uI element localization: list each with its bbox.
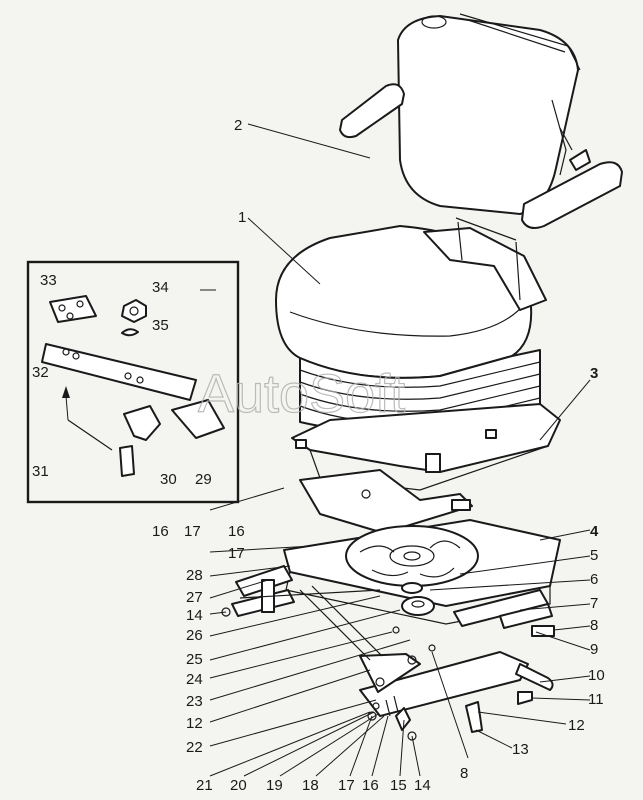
backrest bbox=[397, 13, 581, 215]
label-16-bottom: 16 bbox=[362, 777, 379, 794]
label-11: 11 bbox=[588, 691, 604, 708]
bearing-washer bbox=[401, 582, 435, 616]
label-14-bottom: 14 bbox=[414, 777, 431, 794]
label-18: 18 bbox=[302, 777, 319, 794]
label-2: 2 bbox=[234, 117, 242, 134]
label-34: 34 bbox=[152, 279, 169, 296]
label-3: 3 bbox=[590, 365, 598, 382]
label-32: 32 bbox=[32, 364, 49, 381]
label-16-mid: 16 bbox=[228, 523, 245, 540]
label-1: 1 bbox=[238, 209, 246, 226]
label-12-left: 12 bbox=[186, 715, 203, 732]
label-25: 25 bbox=[186, 651, 203, 668]
label-27: 27 bbox=[186, 589, 203, 606]
label-26: 26 bbox=[186, 627, 203, 644]
seat-pan-handle bbox=[423, 217, 547, 311]
label-4: 4 bbox=[590, 523, 599, 540]
label-15: 15 bbox=[390, 777, 407, 794]
label-30: 30 bbox=[160, 471, 177, 488]
label-8-bottom: 8 bbox=[460, 765, 468, 782]
label-22: 22 bbox=[186, 739, 203, 756]
label-8-right: 8 bbox=[590, 617, 598, 634]
left-armrest bbox=[339, 83, 405, 139]
label-20: 20 bbox=[230, 777, 247, 794]
label-14-left: 14 bbox=[186, 607, 203, 624]
label-9: 9 bbox=[590, 641, 598, 658]
label-10: 10 bbox=[588, 667, 605, 684]
label-19: 19 bbox=[266, 777, 283, 794]
inset-detail bbox=[26, 260, 240, 504]
label-17-bottom: 17 bbox=[338, 777, 355, 794]
label-5: 5 bbox=[590, 547, 598, 564]
swivel-disc bbox=[345, 525, 479, 587]
leader-lines bbox=[200, 123, 591, 777]
label-13: 13 bbox=[512, 741, 529, 758]
label-17-mid: 17 bbox=[228, 545, 245, 562]
label-24: 24 bbox=[186, 671, 203, 688]
label-17-top: 17 bbox=[184, 523, 201, 540]
label-33: 33 bbox=[40, 272, 57, 289]
lower-carriage bbox=[291, 403, 561, 491]
watermark: AutoSoft bbox=[198, 364, 405, 424]
right-armrest bbox=[521, 127, 623, 229]
label-23: 23 bbox=[186, 693, 203, 710]
label-29: 29 bbox=[195, 471, 212, 488]
part-labels: 2 1 3 4 5 6 7 8 9 10 11 12 13 33 34 35 3… bbox=[32, 117, 605, 794]
label-31: 31 bbox=[32, 463, 49, 480]
label-35: 35 bbox=[152, 317, 169, 334]
right-rail bbox=[453, 589, 555, 637]
label-16-top: 16 bbox=[152, 523, 169, 540]
bracket-plate bbox=[299, 469, 473, 533]
label-28: 28 bbox=[186, 567, 203, 584]
label-7: 7 bbox=[590, 595, 598, 612]
label-12-right: 12 bbox=[568, 717, 585, 734]
lever-and-pins bbox=[221, 607, 554, 741]
label-6: 6 bbox=[590, 571, 598, 588]
label-21: 21 bbox=[196, 777, 213, 794]
